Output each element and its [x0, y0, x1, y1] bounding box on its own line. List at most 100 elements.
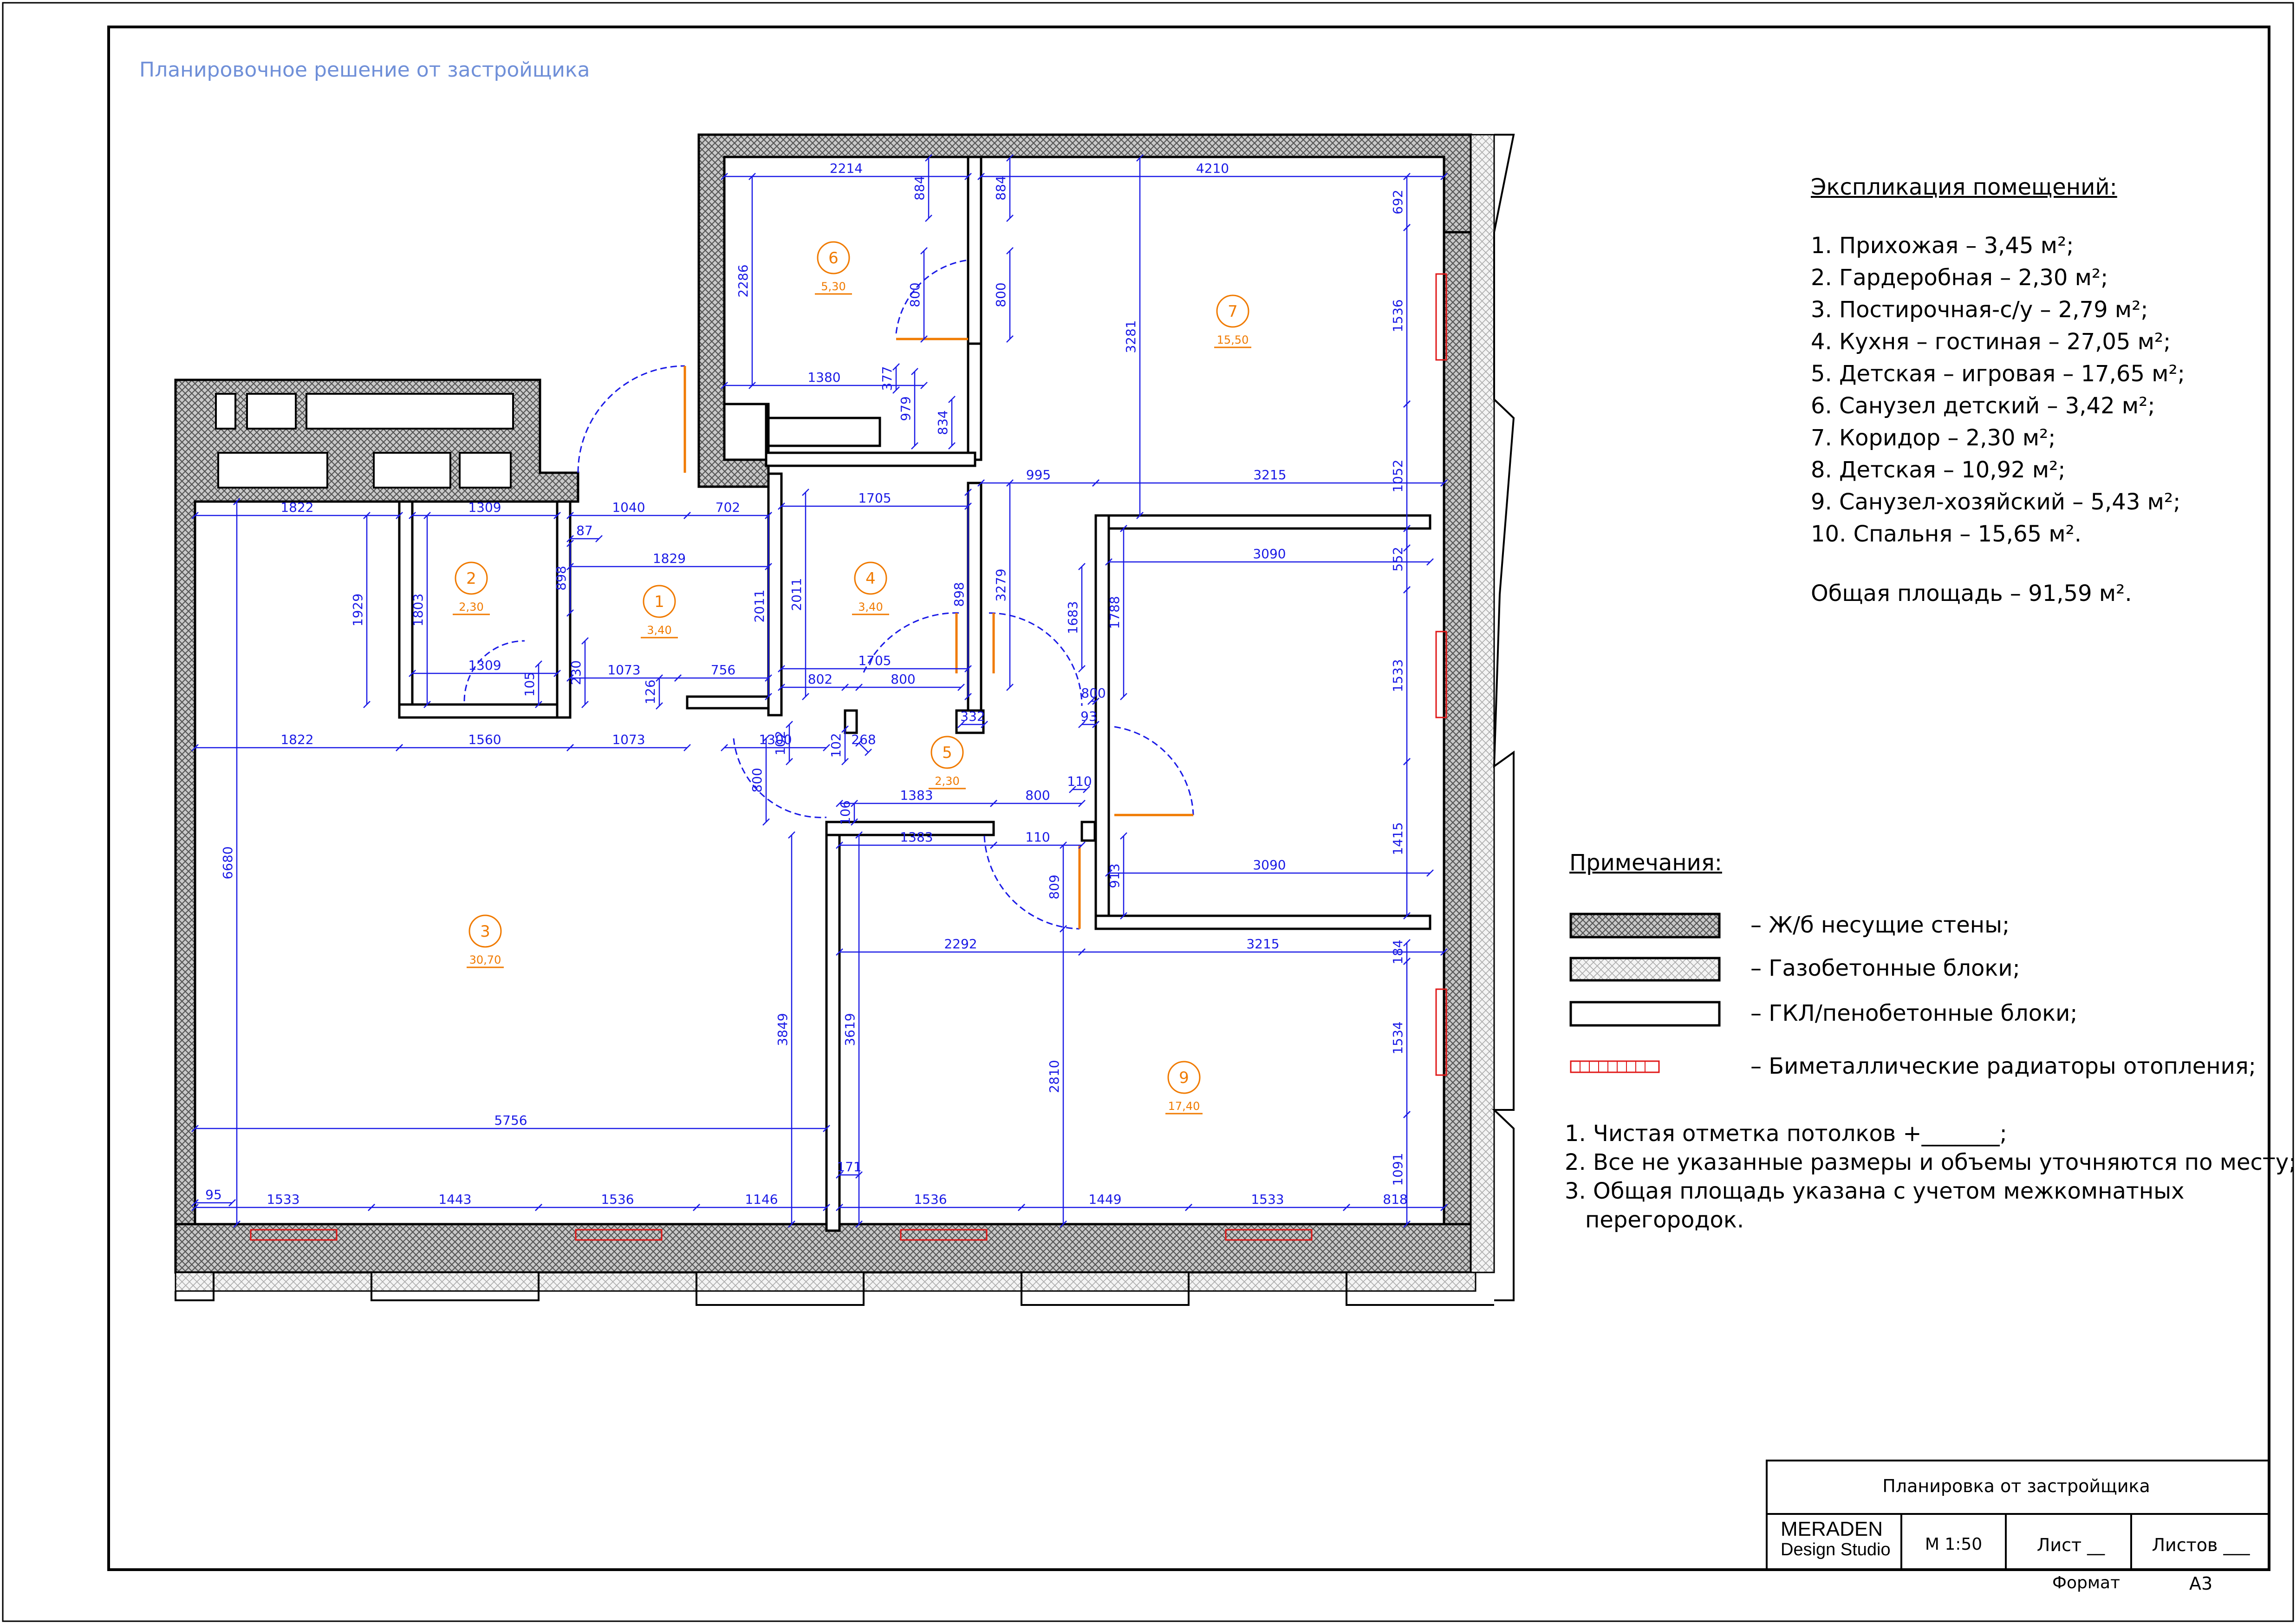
drawing-title: Планировочное решение от застройщика [139, 58, 590, 82]
legend-label: – ГКЛ/пенобетонные блоки; [1750, 1000, 2078, 1026]
dimension-tick [823, 1125, 830, 1132]
dimension-value: 332 [960, 709, 985, 724]
brand-logo-text: MERADEN [1781, 1518, 1883, 1540]
dimension-tick [656, 674, 663, 682]
notes-list: 1. Чистая отметка потолков +_______; 2. … [1565, 1119, 2296, 1234]
dimension-tick [990, 800, 997, 807]
dimension-value: 800 [1081, 685, 1106, 701]
dimension-tick [566, 609, 574, 617]
dimension-tick [363, 512, 371, 519]
dimension-value: 87 [576, 523, 593, 538]
dimension-tick [788, 831, 795, 839]
room-number: 1 [654, 593, 664, 611]
dimension-tick [836, 1204, 843, 1211]
dimension-tick [1440, 1204, 1448, 1211]
dimension-value: 1146 [745, 1192, 778, 1207]
dimension-value: 268 [851, 732, 876, 747]
dimension-value: 106 [838, 800, 853, 825]
dimension-value: 2214 [830, 161, 863, 176]
dimension-value: 1443 [438, 1192, 471, 1207]
dimension-tick [566, 512, 574, 519]
title-block [1766, 1460, 2270, 1571]
dimension-tick [1105, 869, 1112, 877]
door-leaves [683, 338, 1193, 929]
dimension-tick [1092, 479, 1099, 487]
sheet-number: Лист __ [2036, 1535, 2105, 1555]
dimension-tick [1403, 525, 1411, 532]
dimension-tick [925, 154, 932, 162]
dimension-value: 1533 [1390, 659, 1405, 692]
dimension-value: 898 [951, 582, 967, 607]
dimension-tick [855, 1220, 863, 1228]
dimension-tick [1120, 912, 1127, 920]
explication-item: 8. Детская – 10,92 м²; [1811, 457, 2066, 483]
dimension-tick [957, 721, 965, 728]
note-item: 3. Общая площадь указана с учетом межком… [1565, 1178, 2185, 1204]
dimension-value: 171 [837, 1159, 861, 1174]
window-strip-right [1470, 134, 1495, 1273]
dimension-value: 2292 [944, 936, 977, 952]
dimension-tick [566, 540, 574, 547]
dimension-tick [683, 512, 691, 519]
dimension-value: 1533 [267, 1192, 299, 1207]
room-area: 2,30 [459, 600, 483, 613]
outer-wall-right [1443, 231, 1472, 1274]
legend-swatch-radiator [1570, 1060, 1660, 1073]
dimension-value: 1300 [759, 732, 792, 747]
dimension-tick [964, 693, 972, 700]
dimension-tick [1092, 698, 1099, 705]
dimension-value: 898 [553, 566, 569, 590]
room-area: 2,30 [935, 775, 959, 788]
dimension-tick [841, 725, 849, 733]
dimension-tick [1403, 939, 1411, 946]
dimension-tick [233, 1220, 241, 1228]
dimension-tick [1006, 247, 1014, 254]
dimension-tick [1136, 154, 1144, 162]
dimension-tick [762, 735, 770, 742]
title-block-name: Планировка от застройщика [1882, 1476, 2150, 1496]
explication-item: 1. Прихожая – 3,45 м²; [1811, 233, 2074, 259]
room-number: 7 [1228, 302, 1238, 321]
dimension-tick [656, 702, 663, 710]
dimension-value: 184 [1390, 939, 1405, 964]
dimension-tick [836, 1171, 843, 1179]
dimension-tick [836, 800, 843, 807]
dimension-tick [765, 512, 772, 519]
dimension-tick [964, 665, 972, 672]
outer-wall-left-block [174, 378, 579, 1226]
dimension-tick [683, 744, 691, 751]
room-area: 3,40 [647, 624, 671, 637]
dimension-tick [964, 173, 972, 180]
dimension-value: 3215 [1253, 467, 1286, 483]
dimension-value: 884 [912, 176, 927, 200]
dimension-tick [553, 512, 561, 519]
dimension-value: 884 [993, 176, 1008, 200]
dimension-tick [1092, 721, 1099, 728]
dimension-tick [423, 701, 431, 708]
legend-label: – Биметаллические радиаторы отопления; [1750, 1053, 2256, 1079]
dimension-value: 1383 [900, 829, 933, 845]
explication-item: 5. Детская – игровая – 17,65 м²; [1811, 361, 2185, 387]
format-label: Формат [2052, 1573, 2120, 1592]
dimension-value: 5756 [494, 1113, 527, 1128]
dimension-tick [1403, 1111, 1411, 1118]
dimension-value: 692 [1390, 189, 1405, 214]
dimension-tick [1078, 841, 1086, 849]
room-number: 5 [942, 744, 952, 762]
dimension-tick [1120, 832, 1127, 840]
dimension-tick [233, 498, 241, 505]
dimension-tick [1060, 1220, 1067, 1228]
dimension-tick [1083, 786, 1090, 793]
dimension-tick [1078, 563, 1086, 570]
dimension-tick [981, 721, 988, 728]
dimension-value: 3215 [1246, 936, 1279, 952]
dimension-tick [823, 1204, 830, 1211]
explication-item: 3. Постирочная-с/у – 2,79 м²; [1811, 297, 2148, 323]
balcony-outline-bottom [175, 1272, 1494, 1306]
dimension-tick [535, 660, 542, 668]
dimension-value: 3279 [993, 568, 1008, 601]
dimension-tick [1006, 335, 1014, 343]
note-item: 2. Все не указанные размеры и объемы уто… [1565, 1149, 2296, 1175]
dimension-value: 126 [643, 679, 658, 704]
